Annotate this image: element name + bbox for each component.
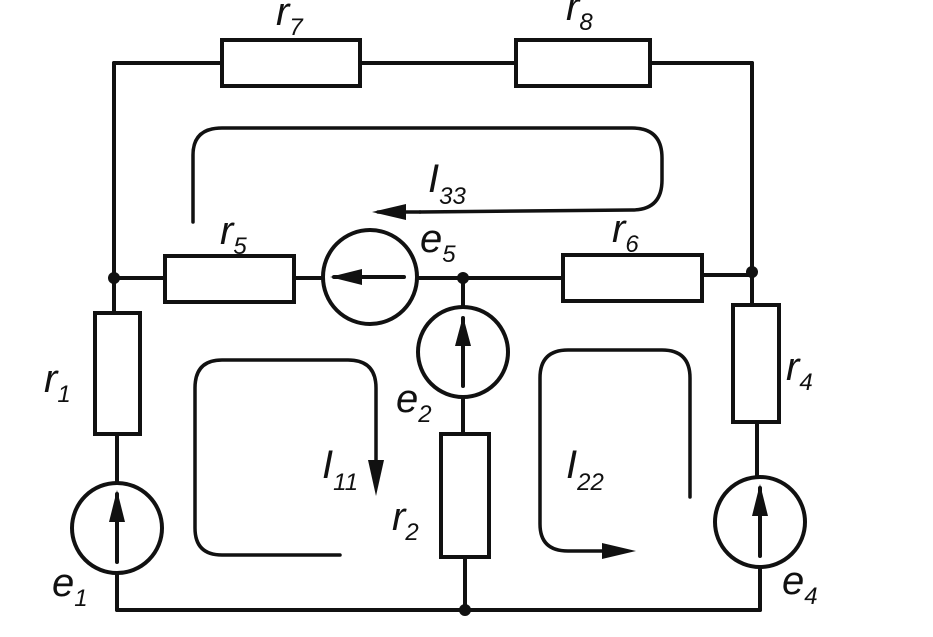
- source-e2-arrow: [455, 316, 471, 346]
- source-e1-arrow: [109, 490, 125, 522]
- loop-I33: [191, 126, 664, 224]
- label-I33: I33: [428, 157, 466, 210]
- label-e5: e5: [420, 217, 456, 268]
- source-e2: [416, 305, 510, 399]
- label-r1: r1: [44, 357, 71, 408]
- label-r2: r2: [392, 495, 419, 546]
- source-e4-arrow: [752, 484, 768, 516]
- label-e4: e4: [782, 559, 818, 610]
- node-bottom: [459, 604, 471, 616]
- source-e5: [321, 228, 419, 326]
- label-r8: r8: [566, 0, 593, 36]
- source-e1: [70, 481, 164, 575]
- resistor-r8: [514, 38, 652, 88]
- label-r7: r7: [276, 0, 304, 41]
- loop-I11: [193, 358, 384, 557]
- resistor-r2: [439, 432, 491, 559]
- label-e2: e2: [396, 377, 432, 428]
- resistor-r7: [220, 38, 362, 88]
- resistor-r5: [163, 254, 296, 304]
- resistor-r4: [731, 303, 781, 424]
- wires: [112, 61, 762, 612]
- node-center: [457, 272, 469, 284]
- label-r6: r6: [612, 207, 639, 258]
- label-r5: r5: [220, 209, 247, 260]
- loop-I22: [538, 348, 692, 559]
- node-left: [108, 272, 120, 284]
- loop-I33-arrow: [372, 204, 406, 220]
- loop-I11-arrow: [368, 460, 384, 496]
- label-r4: r4: [786, 345, 813, 396]
- node-right: [746, 266, 758, 278]
- label-I11: I11: [322, 443, 358, 496]
- label-e1: e1: [52, 561, 88, 612]
- resistor-r1: [93, 311, 142, 436]
- source-e5-arrow: [330, 269, 362, 285]
- label-I22: I22: [566, 443, 604, 496]
- resistor-r6: [561, 253, 704, 303]
- source-e4: [713, 475, 807, 569]
- loop-I22-arrow: [602, 543, 636, 559]
